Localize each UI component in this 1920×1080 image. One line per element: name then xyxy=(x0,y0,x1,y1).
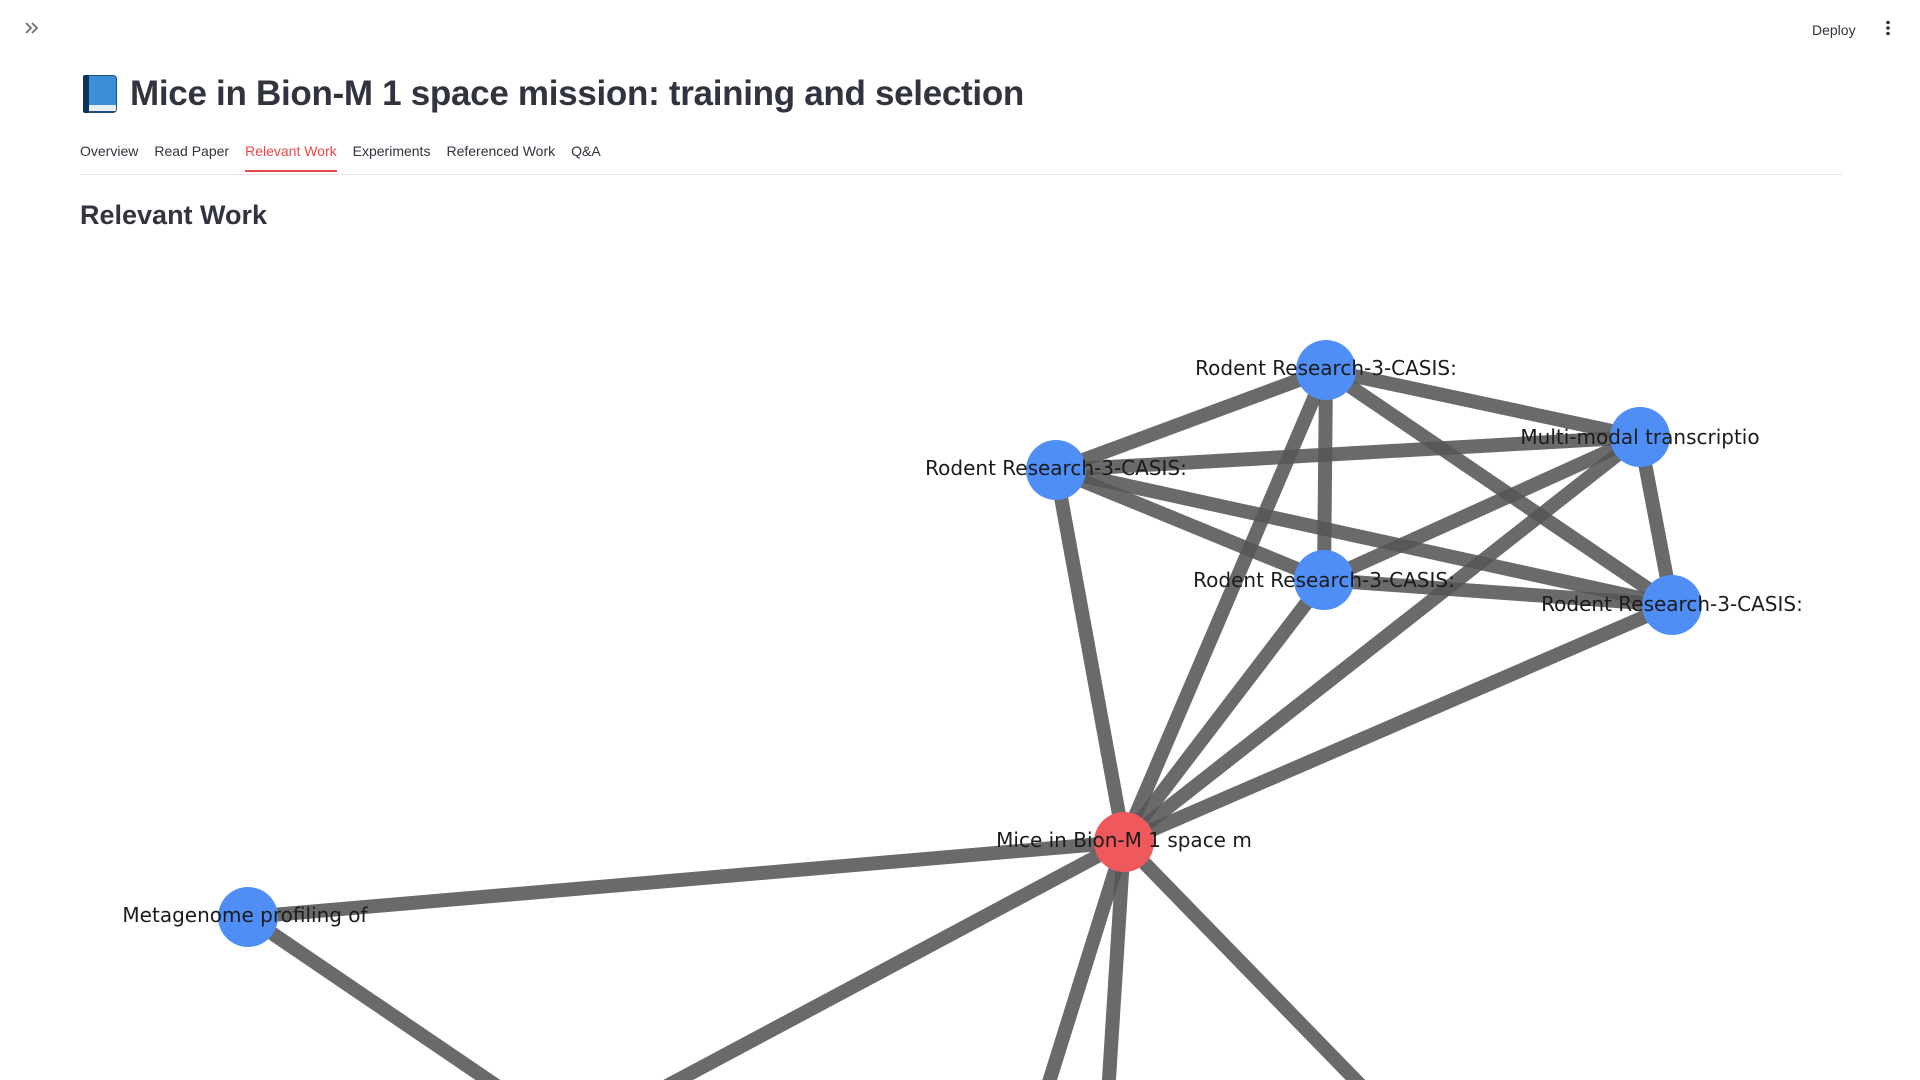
node-label: Rodent Research-3-CASIS: xyxy=(1193,568,1455,592)
section-heading: Relevant Work xyxy=(80,200,268,230)
graph-node[interactable]: Rodent Research-3-CASIS: xyxy=(1195,340,1457,400)
node-label: Rodent Research-3-CASIS: xyxy=(925,456,1187,480)
graph-node[interactable]: Rodent Research-3-CASIS: xyxy=(925,440,1187,500)
top-bar: Deploy xyxy=(0,0,1920,60)
graph-edge xyxy=(663,835,1128,1080)
main-menu-button[interactable] xyxy=(1878,18,1898,42)
node-label: Rodent Research-3-CASIS: xyxy=(1541,592,1803,616)
graph-node[interactable]: Metagenome profiling of xyxy=(122,887,369,947)
graph-edge xyxy=(1054,463,1674,612)
graph-node[interactable]: Multi-modal transcriptio xyxy=(1520,407,1760,467)
graph-edge xyxy=(1121,598,1675,849)
graph-edge xyxy=(1118,575,1330,847)
graph-edge xyxy=(1053,363,1329,477)
graph-edge xyxy=(1317,369,1333,581)
graph-edge xyxy=(1323,573,1673,612)
graph-edge xyxy=(1117,367,1333,845)
tab-overview[interactable]: Overview xyxy=(80,143,139,159)
tab-referenced-work[interactable]: Referenced Work xyxy=(446,143,556,159)
page-title-row: Mice in Bion-M 1 space mission: training… xyxy=(80,70,1024,118)
expand-sidebar-button[interactable] xyxy=(20,18,44,42)
graph-node[interactable]: Rodent Research-3-CASIS: xyxy=(1193,550,1455,610)
deploy-button[interactable]: Deploy xyxy=(1812,22,1856,38)
graph-edge xyxy=(1042,839,1131,1080)
tab-experiments[interactable]: Experiments xyxy=(352,143,431,159)
graph-edge xyxy=(1101,841,1131,1080)
graph-edge xyxy=(1119,431,1645,848)
node-label: Mice in Bion-M 1 space m xyxy=(996,828,1252,852)
graph-edge xyxy=(1049,468,1131,844)
graph-edge xyxy=(247,835,1125,924)
graph-edges xyxy=(244,363,1679,1080)
graph-edge xyxy=(1324,363,1642,444)
graph-edge xyxy=(1055,430,1641,477)
graph-node-center[interactable]: Mice in Bion-M 1 space m xyxy=(996,812,1252,872)
relevant-work-graph: Rodent Research-3-CASIS: Multi-modal tra… xyxy=(122,340,1803,1080)
graph-edge xyxy=(1322,364,1676,611)
page-title: Mice in Bion-M 1 space mission: training… xyxy=(130,74,1024,113)
graph-nodes: Rodent Research-3-CASIS: Multi-modal tra… xyxy=(122,340,1803,947)
node-label: Rodent Research-3-CASIS: xyxy=(1195,356,1457,380)
tab-qa[interactable]: Q&A xyxy=(571,143,601,159)
node-label: Multi-modal transcriptio xyxy=(1520,425,1759,449)
double-chevron-right-icon xyxy=(23,19,41,42)
tab-bar: Overview Read Paper Relevant Work Experi… xyxy=(80,138,1842,175)
vertical-ellipsis-icon xyxy=(1885,20,1891,41)
graph-edge xyxy=(1053,463,1327,587)
blue-book-icon xyxy=(80,73,120,115)
tab-read-paper[interactable]: Read Paper xyxy=(154,143,230,159)
graph-edge xyxy=(1321,430,1643,587)
tab-relevant-work[interactable]: Relevant Work xyxy=(245,138,337,172)
node-label: Metagenome profiling of xyxy=(122,903,368,927)
graph-edge xyxy=(244,911,501,1080)
graph-node[interactable]: Rodent Research-3-CASIS: xyxy=(1541,575,1803,635)
graph-edge xyxy=(1118,837,1366,1080)
